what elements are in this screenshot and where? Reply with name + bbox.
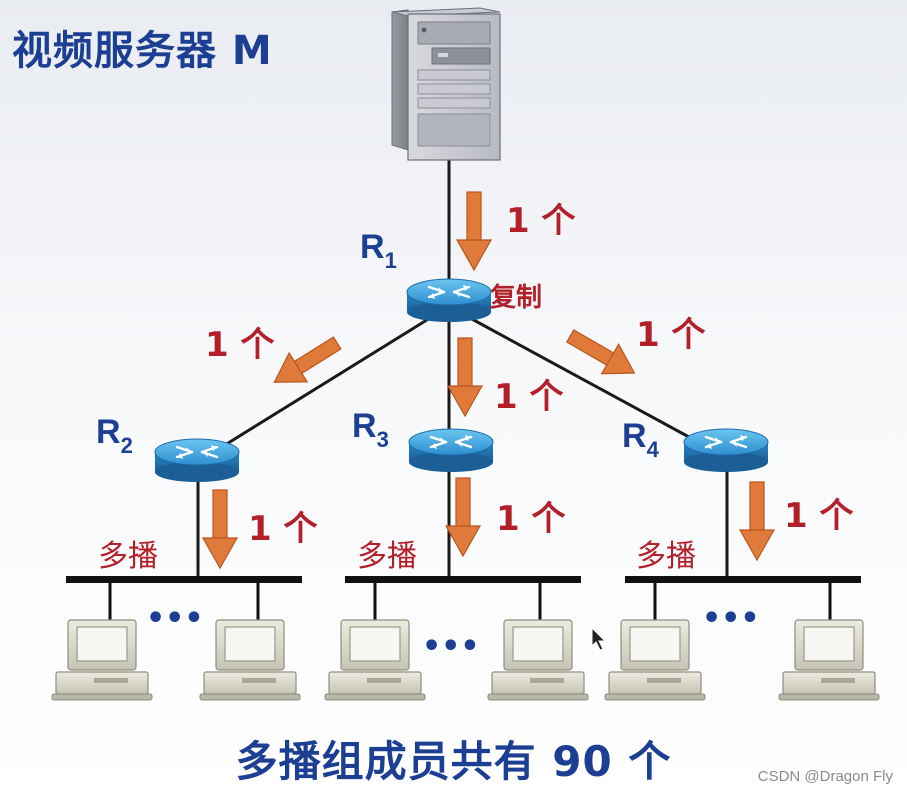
pc-icon: [51, 619, 153, 701]
multicast-label-right: 多播: [636, 539, 696, 574]
count-label-r1-r2: 1 个: [205, 325, 275, 365]
lan-bus-right: [625, 576, 861, 583]
count-label-r1-r4: 1 个: [636, 315, 706, 355]
pc-icon: [487, 619, 589, 701]
video-server-icon: [391, 7, 501, 161]
arrow-r3-to-lan-icon: [445, 477, 481, 557]
router-label-r2: R2: [96, 413, 133, 458]
ellipsis-left: •••: [146, 601, 204, 636]
router-r3-icon: [407, 427, 495, 474]
router-label-r4: R4: [622, 417, 660, 462]
multicast-label-middle: 多播: [357, 539, 417, 574]
mouse-cursor-icon: [591, 626, 607, 651]
arrow-server-to-r1-icon: [456, 191, 492, 271]
multicast-label-left: 多播: [98, 539, 158, 574]
copy-label: 复制: [490, 283, 542, 313]
router-r2-icon: [153, 437, 241, 484]
ellipsis-middle: •••: [422, 629, 480, 664]
diagram-caption: 多播组成员共有 90 个: [235, 737, 672, 786]
arrow-r1-to-r4-icon: [565, 329, 636, 375]
router-r1-icon: [405, 277, 493, 324]
router-label-r3: R3: [352, 407, 389, 452]
arrow-r1-to-r3-icon: [447, 337, 483, 417]
network-links: [196, 160, 729, 580]
count-label-server-r1: 1 个: [506, 201, 576, 241]
pc-icon: [199, 619, 301, 701]
ellipsis-right: •••: [702, 601, 760, 636]
lan-buses: [66, 576, 861, 622]
count-label-r2-lan: 1 个: [248, 509, 318, 549]
link-r1-r2: [224, 316, 431, 447]
pc-icon: [778, 619, 880, 701]
router-label-r1: R1: [360, 228, 397, 273]
count-label-r4-lan: 1 个: [784, 496, 854, 536]
diagram-title: 视频服务器 M: [12, 28, 273, 74]
router-r4-icon: [682, 427, 770, 474]
pc-icon: [604, 619, 706, 701]
lan-bus-left: [66, 576, 302, 583]
arrow-r1-to-r2-icon: [273, 336, 342, 383]
lan-bus-middle: [345, 576, 581, 583]
count-label-r1-r3: 1 个: [494, 377, 564, 417]
watermark: CSDN @Dragon Fly: [757, 768, 893, 785]
link-r1-r4: [469, 316, 701, 445]
count-label-r3-lan: 1 个: [496, 499, 566, 539]
arrow-r2-to-lan-icon: [202, 489, 238, 569]
pc-icon: [324, 619, 426, 701]
arrow-r4-to-lan-icon: [739, 481, 775, 561]
